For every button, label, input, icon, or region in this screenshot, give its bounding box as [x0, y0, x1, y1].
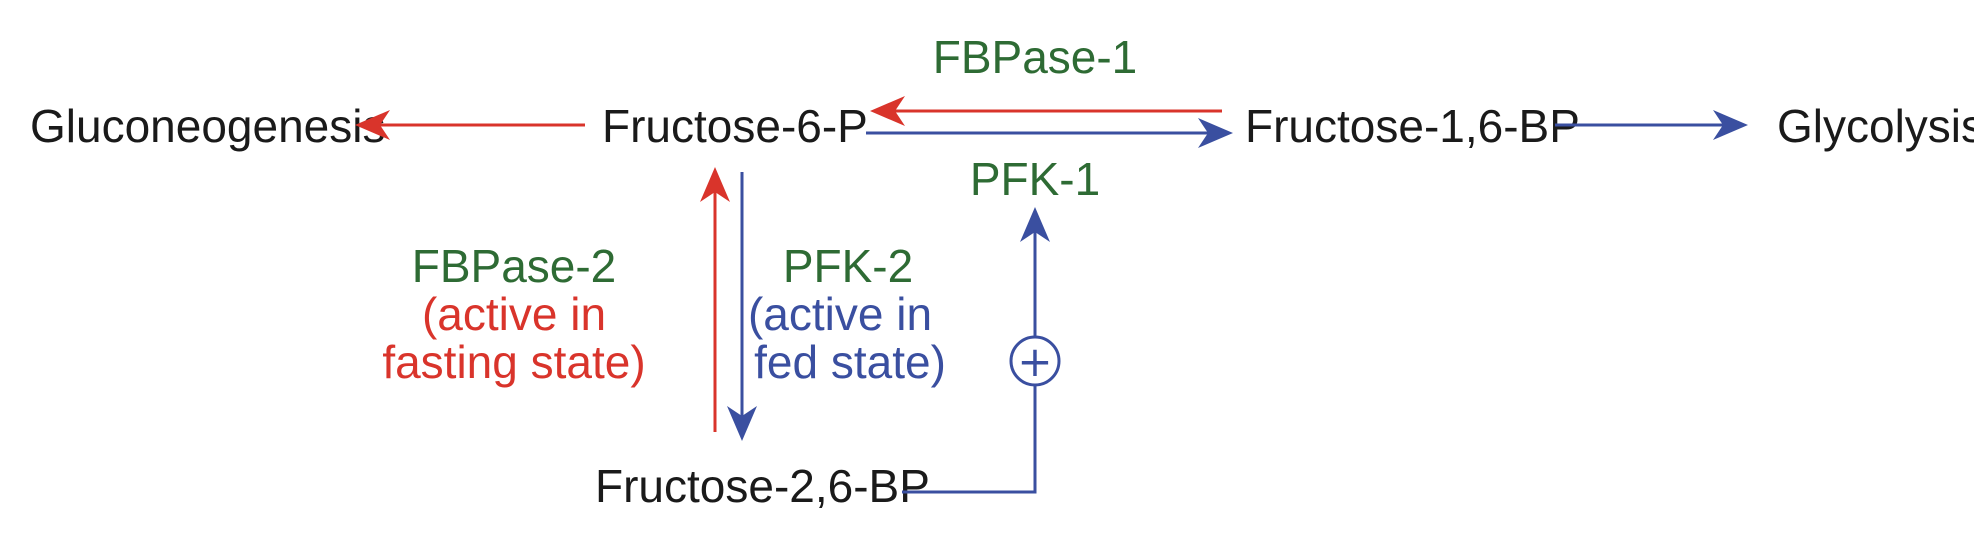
arrow-f6p-to-f16bp [866, 118, 1233, 148]
enzyme-fbpase-2: FBPase-2 [412, 240, 617, 292]
pfk-2-note-line2: fed state) [754, 336, 946, 388]
fbpase-2-note-line2: fasting state) [382, 336, 645, 388]
node-glycolysis: Glycolysis [1777, 100, 1974, 152]
node-gluconeogenesis: Gluconeogenesis [30, 100, 385, 152]
arrow-f16bp-to-f6p [870, 96, 1222, 126]
activation-f26bp-to-pfk-1 [902, 207, 1050, 494]
arrow-f26bp-to-f6p [700, 167, 730, 432]
node-fructose-2-6-bp: Fructose-2,6-BP [595, 460, 930, 512]
arrow-f6p-to-f26bp [727, 172, 757, 441]
arrow-f6p-to-gluconeogenesis [355, 110, 585, 140]
enzyme-pfk-1: PFK-1 [970, 153, 1100, 205]
plus-sign: + [1017, 337, 1052, 386]
fbpase-2-note-line1: (active in [422, 288, 606, 340]
arrow-f16bp-to-glycolysis [1555, 110, 1748, 140]
node-fructose-1-6-bp: Fructose-1,6-BP [1245, 100, 1580, 152]
enzyme-pfk-2: PFK-2 [783, 240, 913, 292]
enzyme-fbpase-1: FBPase-1 [933, 31, 1138, 83]
pfk-2-note-line1: (active in [748, 288, 932, 340]
node-fructose-6-p: Fructose-6-P [602, 100, 868, 152]
plus-circle-icon: + [1009, 335, 1061, 387]
